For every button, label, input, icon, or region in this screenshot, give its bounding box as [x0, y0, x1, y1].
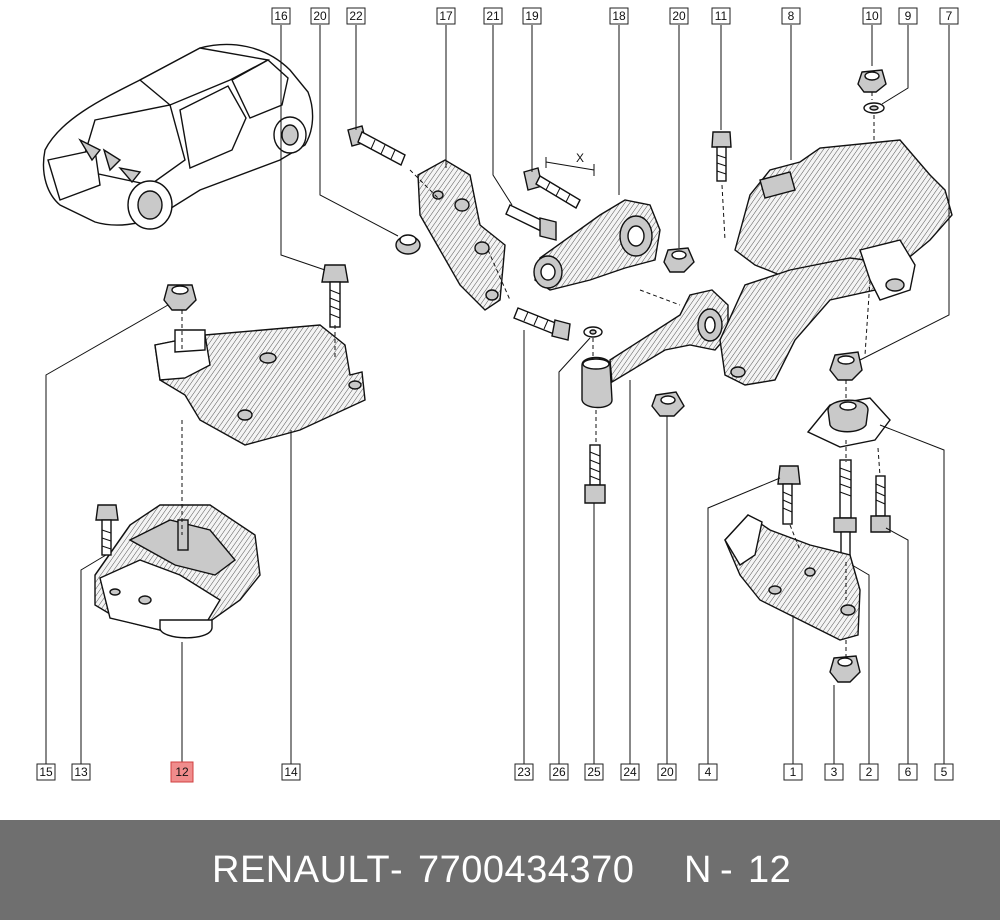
bolt-11: [711, 131, 732, 182]
callout-8: 8: [781, 7, 801, 25]
callout-24: 24: [620, 763, 640, 781]
bolt-25: [584, 444, 606, 504]
callout-number: 20: [672, 9, 686, 23]
mount-8: [719, 139, 953, 386]
callout-10: 10: [862, 7, 882, 25]
callout-number: 20: [313, 9, 327, 23]
callout-18: 18: [609, 7, 629, 25]
callout-number: 10: [865, 9, 879, 23]
callout-5: 5: [934, 763, 954, 781]
dimension-x-label: X: [576, 151, 584, 165]
callout-13: 13: [71, 763, 91, 781]
callout-number: 1: [790, 765, 797, 779]
pad-5: [806, 397, 891, 448]
callout-3: 3: [824, 763, 844, 781]
callout-11: 11: [711, 7, 731, 25]
screw-16: [321, 264, 349, 328]
callout-number: 14: [284, 765, 298, 779]
callout-20: 20: [669, 7, 689, 25]
callout-number: 13: [74, 765, 88, 779]
callout-number: 8: [788, 9, 795, 23]
callout-6: 6: [898, 763, 918, 781]
bushing-24-upper: [581, 356, 613, 409]
bracket-17: [417, 159, 506, 311]
washer-9: [863, 102, 885, 114]
car-illustration: [42, 43, 314, 230]
bracket-1: [724, 514, 861, 641]
callout-number: 22: [349, 9, 363, 23]
callout-number: 11: [715, 9, 728, 23]
callout-number: 4: [705, 765, 712, 779]
callout-number: 6: [905, 765, 912, 779]
callout-20: 20: [657, 763, 677, 781]
callout-number: 15: [39, 765, 53, 779]
brand-name: RENAULT: [212, 849, 391, 891]
stud-2: [833, 459, 857, 563]
callout-number: 2: [866, 765, 873, 779]
footer-bar: RENAULT - 7700434370 N - 12: [0, 820, 1000, 920]
callout-number: 20: [660, 765, 674, 779]
callout-number: 12: [175, 765, 189, 779]
nut-10: [857, 69, 887, 93]
bushing-20a: [395, 234, 421, 255]
callout-19: 19: [522, 7, 542, 25]
callout-number: 9: [905, 9, 912, 23]
alignment-lines: [181, 92, 881, 658]
callout-25: 25: [584, 763, 604, 781]
callout-number: 24: [623, 765, 637, 779]
callout-9: 9: [898, 7, 918, 25]
dimension-x: X: [545, 151, 595, 176]
callout-21: 21: [483, 7, 503, 25]
reference-prefix: N: [684, 849, 712, 891]
brand-separator: -: [390, 849, 404, 891]
engine-mount-12: [94, 504, 261, 639]
callout-15: 15: [36, 763, 56, 781]
part-number: 7700434370: [418, 849, 635, 891]
bolt-6: [870, 475, 891, 533]
bolt-21: [505, 204, 557, 241]
callout-12-highlighted: 12: [170, 761, 194, 783]
callout-4: 4: [698, 763, 718, 781]
torque-rod-18: [533, 199, 661, 291]
reference-number: 12: [748, 849, 792, 891]
callout-7: 7: [939, 7, 959, 25]
callout-number: 19: [525, 9, 539, 23]
callout-number: 25: [587, 765, 601, 779]
callout-26: 26: [549, 763, 569, 781]
callout-number: 7: [946, 9, 953, 23]
bolt-23: [513, 307, 571, 341]
bracket-14: [154, 324, 366, 446]
bolt-13: [95, 504, 119, 556]
callout-20: 20: [310, 7, 330, 25]
callout-14: 14: [281, 763, 301, 781]
callout-number: 18: [612, 9, 626, 23]
nut-7: [829, 351, 863, 381]
callout-16: 16: [271, 7, 291, 25]
leader-lines: [45, 25, 950, 764]
bolt-4: [777, 465, 801, 525]
washer-26: [583, 326, 603, 338]
callout-number: 5: [941, 765, 948, 779]
torque-rod-24: [609, 289, 729, 384]
callout-22: 22: [346, 7, 366, 25]
reference-separator: -: [720, 849, 734, 891]
nut-20b: [663, 247, 695, 273]
callout-number: 17: [439, 9, 453, 23]
callout-17: 17: [436, 7, 456, 25]
bolt-19: [523, 167, 581, 209]
callout-number: 16: [274, 9, 288, 23]
callout-23: 23: [514, 763, 534, 781]
callout-1: 1: [783, 763, 803, 781]
callout-number: 26: [552, 765, 566, 779]
nut-15: [163, 284, 197, 311]
callout-2: 2: [859, 763, 879, 781]
nut-3: [829, 655, 861, 683]
bolt-22: [347, 125, 406, 166]
callout-number: 21: [486, 9, 500, 23]
exploded-parts-diagram: X: [36, 7, 959, 783]
callout-number: 3: [831, 765, 838, 779]
nut-20c: [651, 391, 685, 417]
callout-number: 23: [517, 765, 531, 779]
